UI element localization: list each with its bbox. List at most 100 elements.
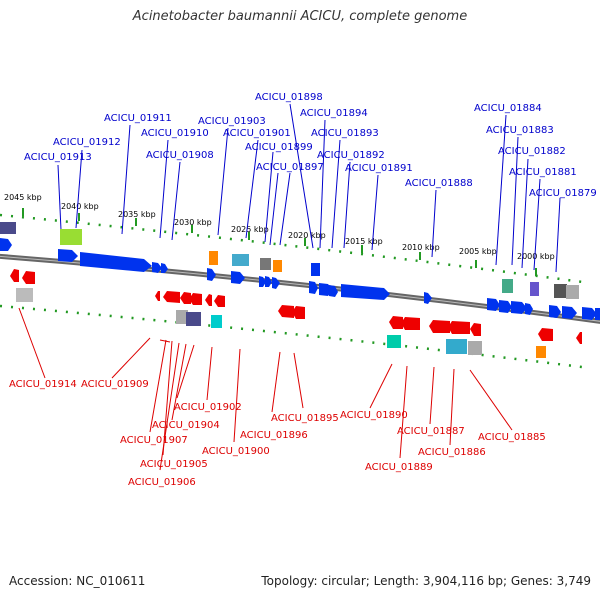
gene-arrow <box>429 320 450 333</box>
gene-arrow <box>189 293 202 305</box>
gene-label: ACICU_01897 <box>256 162 324 173</box>
gene-arrow <box>562 306 577 319</box>
gene-label: ACICU_01905 <box>140 459 208 470</box>
gene-label: ACICU_01885 <box>478 432 546 443</box>
gene-arrow <box>205 294 212 306</box>
gene-label: ACICU_01887 <box>397 426 465 437</box>
gene-arrow <box>582 307 597 320</box>
gene-label: ACICU_01892 <box>317 150 385 161</box>
gene-label: ACICU_01912 <box>53 137 121 148</box>
gene-label: ACICU_01911 <box>104 113 172 124</box>
gene-arrow <box>499 300 512 313</box>
gene-arrow <box>259 276 266 287</box>
gene-label: ACICU_01891 <box>345 163 413 174</box>
top-leader-lines <box>57 103 561 273</box>
gene-arrow <box>487 298 500 311</box>
gene-label: ACICU_01913 <box>24 152 92 163</box>
gene-arrow <box>231 271 245 284</box>
gene-arrow <box>309 281 318 294</box>
top-gene-labels: ACICU_01898 ACICU_01911 ACICU_01903 ACIC… <box>24 92 597 199</box>
gene-label: ACICU_01890 <box>340 410 408 421</box>
scale-ticks <box>22 208 537 276</box>
gene-arrow <box>272 277 280 289</box>
kbp-label: 2035 kbp <box>118 210 156 219</box>
kbp-label: 2020 kbp <box>288 231 326 240</box>
gene-label: ACICU_01907 <box>120 435 188 446</box>
gene-arrow <box>58 249 78 262</box>
gene-label: ACICU_01889 <box>365 462 433 473</box>
gene-arrow <box>329 285 338 297</box>
topology-text: Topology: circular; Length: 3,904,116 bp… <box>261 574 591 588</box>
gene-arrow <box>161 263 168 273</box>
scale-labels: 2045 kbp 2040 kbp 2035 kbp 2030 kbp 2025… <box>4 193 555 261</box>
gene-label: ACICU_01903 <box>198 116 266 127</box>
gene-arrow <box>448 321 470 334</box>
gene-label: ACICU_01886 <box>418 447 486 458</box>
gene-arrow <box>341 284 390 300</box>
map-title: Acinetobacter baumannii ACICU, complete … <box>132 9 468 24</box>
gene-arrow <box>389 316 403 329</box>
reverse-strand-genes <box>10 269 582 344</box>
gene-arrow <box>152 262 162 273</box>
gene-label: ACICU_01908 <box>146 150 214 161</box>
outer-scale-line <box>0 213 591 285</box>
accession-text: Accession: NC_010611 <box>9 574 146 588</box>
kbp-label: 2030 kbp <box>174 218 212 227</box>
gene-label: ACICU_01910 <box>141 128 209 139</box>
gene-label: ACICU_01906 <box>128 477 196 488</box>
gene-label: ACICU_01900 <box>202 446 270 457</box>
gene-label: ACICU_01899 <box>245 142 313 153</box>
gene-label: ACICU_01879 <box>529 188 597 199</box>
kbp-label: 2005 kbp <box>459 247 497 256</box>
kbp-label: 2015 kbp <box>345 237 383 246</box>
gene-label: ACICU_01888 <box>405 178 473 189</box>
gene-arrow <box>214 295 225 307</box>
gene-arrow <box>163 291 180 303</box>
kbp-label: 2010 kbp <box>402 243 440 252</box>
kbp-label: 2040 kbp <box>61 202 99 211</box>
gene-label: ACICU_01896 <box>240 430 308 441</box>
feature-blocks <box>0 222 579 358</box>
gene-label: ACICU_01893 <box>311 128 379 139</box>
gene-arrow <box>311 263 320 276</box>
gene-label: ACICU_01901 <box>223 128 291 139</box>
gene-label: ACICU_01883 <box>486 125 554 136</box>
gene-label: ACICU_01884 <box>474 103 542 114</box>
gene-label: ACICU_01898 <box>255 92 323 103</box>
gene-arrow <box>180 292 191 304</box>
gene-arrow <box>538 328 553 341</box>
gene-label: ACICU_01882 <box>498 146 566 157</box>
gene-arrow <box>549 305 561 318</box>
forward-strand-genes <box>0 238 600 320</box>
gene-arrow <box>424 292 432 304</box>
gene-label: ACICU_01902 <box>174 402 242 413</box>
gene-arrow <box>265 276 272 287</box>
gene-arrow <box>0 238 12 251</box>
gene-label: ACICU_01881 <box>509 167 577 178</box>
gene-label: ACICU_01894 <box>300 108 368 119</box>
gene-arrow <box>10 269 19 282</box>
kbp-label: 2000 kbp <box>517 252 555 261</box>
gene-arrow <box>22 271 35 284</box>
gene-arrow <box>155 291 160 301</box>
gene-label: ACICU_01895 <box>271 413 339 424</box>
gene-arrow <box>525 303 533 315</box>
gene-arrow <box>401 317 420 330</box>
gene-arrow <box>511 301 527 314</box>
gene-label: ACICU_01914 <box>9 379 77 390</box>
gene-arrow <box>595 308 600 320</box>
gene-arrow <box>292 306 305 319</box>
gene-arrow <box>576 332 582 344</box>
gene-arrow <box>207 268 216 281</box>
gene-label: ACICU_01909 <box>81 379 149 390</box>
gene-arrow <box>80 252 152 272</box>
bottom-leader-lines <box>18 307 513 471</box>
inner-scale-line <box>0 304 591 370</box>
gene-arrow <box>470 323 481 336</box>
bottom-gene-labels: ACICU_01914 ACICU_01909 ACICU_01902 ACIC… <box>9 379 546 488</box>
kbp-label: 2045 kbp <box>4 193 42 202</box>
gene-label: ACICU_01904 <box>152 420 220 431</box>
gene-arrow <box>278 305 294 318</box>
kbp-label: 2025 kbp <box>231 225 269 234</box>
